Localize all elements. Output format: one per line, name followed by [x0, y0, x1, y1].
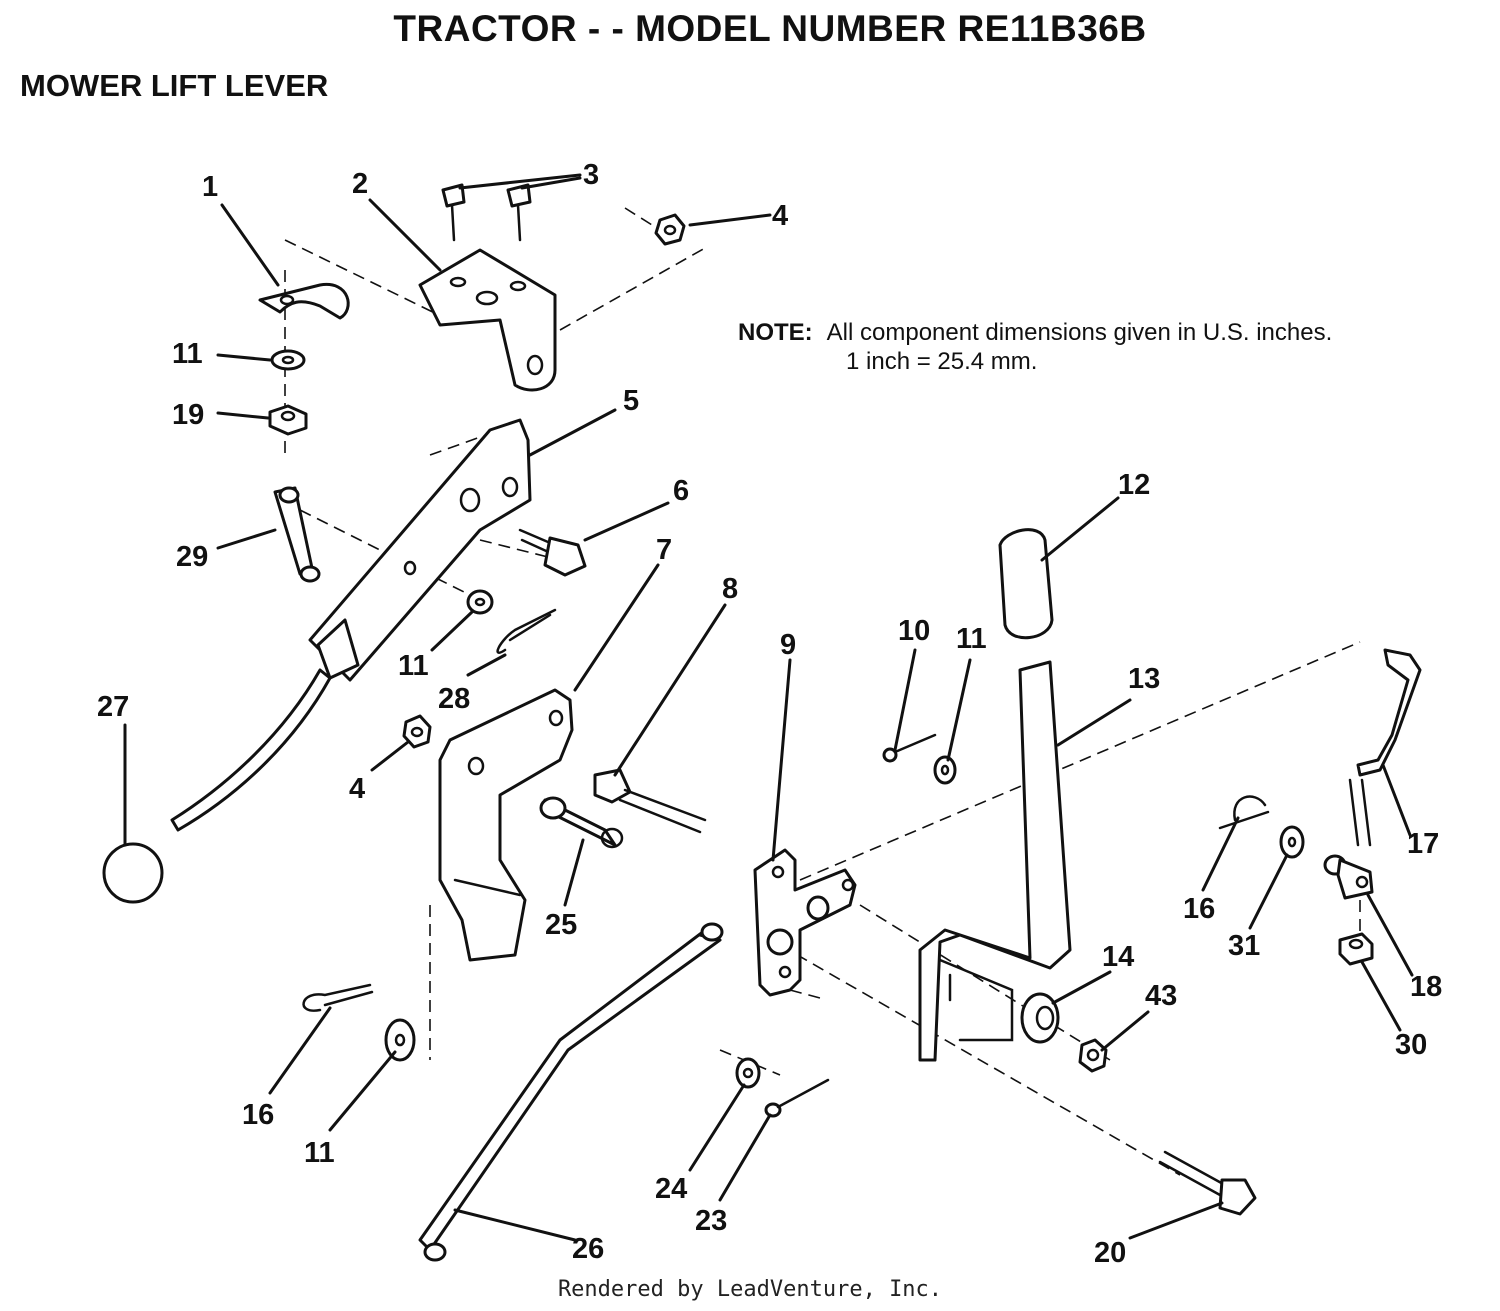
callout-16-upper: 16 [1183, 893, 1215, 925]
callout-6: 6 [673, 475, 689, 507]
footer-credit: Rendered by LeadVenture, Inc. [557, 1277, 943, 1302]
part-16-hairpin-lower [302, 983, 374, 1012]
callout-11-lower: 11 [304, 1137, 335, 1169]
part-14-bushing [1020, 992, 1060, 1044]
part-8-bolt [593, 768, 707, 834]
callout-2: 2 [352, 168, 368, 200]
part-7-plate [438, 688, 574, 962]
callout-17: 17 [1407, 828, 1439, 860]
callout-12: 12 [1118, 469, 1150, 501]
callout-31: 31 [1228, 930, 1260, 962]
callout-labels: 1 2 3 4 11 19 5 6 29 7 11 28 8 9 10 11 1… [97, 159, 1442, 1269]
callout-26: 26 [572, 1233, 604, 1265]
part-4-nut-lower [402, 714, 432, 749]
part-16-hairpin-upper [1218, 795, 1270, 830]
part-2-bracket [418, 248, 557, 392]
section-title: MOWER LIFT LEVER [20, 68, 329, 103]
note-label: NOTE: [738, 319, 813, 346]
part-6-bolt [518, 528, 587, 577]
leader-lines [123, 173, 1414, 1242]
callout-24: 24 [655, 1173, 687, 1205]
callout-7: 7 [656, 534, 672, 566]
part-26-rod [418, 922, 724, 1262]
callout-13: 13 [1128, 663, 1160, 695]
part-28-hairpin [496, 608, 557, 654]
callout-1: 1 [202, 171, 218, 203]
part-3-bolts [441, 183, 532, 242]
callout-10: 10 [898, 615, 930, 647]
callout-11-right: 11 [956, 623, 987, 655]
page-title: TRACTOR - - MODEL NUMBER RE11B36B [393, 8, 1147, 49]
part-10-cotter-pin [882, 733, 937, 763]
part-5-lift-arm [170, 418, 532, 832]
note-line-1: All component dimensions given in U.S. i… [826, 319, 1333, 346]
callout-9: 9 [780, 629, 796, 661]
part-17-rod [1348, 648, 1422, 847]
callout-3: 3 [583, 159, 599, 191]
part-29-link [273, 486, 321, 583]
part-30-nut [1338, 932, 1374, 966]
part-43-nut [1078, 1038, 1108, 1073]
callout-29: 29 [176, 541, 208, 573]
callout-25: 25 [545, 909, 577, 941]
callout-4-upper: 4 [772, 200, 788, 232]
part-12-grip [998, 528, 1054, 640]
callout-30: 30 [1395, 1029, 1427, 1061]
part-24-washer [735, 1057, 761, 1089]
part-11-washer-upper [270, 349, 306, 371]
part-31-washer [1279, 825, 1305, 859]
callout-28: 28 [438, 683, 470, 715]
dimension-note: NOTE: All component dimensions given in U… [738, 318, 1332, 376]
part-27-knob [102, 842, 164, 904]
callout-4-lower: 4 [349, 773, 365, 805]
part-4-nut-upper [654, 213, 686, 246]
callout-14: 14 [1102, 941, 1134, 973]
part-20-bolt [1158, 1150, 1257, 1216]
part-11-washer-lower [384, 1018, 416, 1062]
callout-27: 27 [97, 691, 129, 723]
callout-5: 5 [623, 385, 639, 417]
callout-19: 19 [172, 399, 204, 431]
part-11-washer-right [933, 755, 957, 785]
part-23-cotter-pin [764, 1078, 830, 1118]
part-11-washer-middle [466, 589, 494, 615]
callout-11-upper: 11 [172, 338, 203, 370]
callout-23: 23 [695, 1205, 727, 1237]
part-25-spacer [539, 796, 624, 849]
callout-20: 20 [1094, 1237, 1126, 1269]
part-13-lever [918, 660, 1072, 1062]
part-18-swivel [1323, 854, 1374, 900]
callout-16-lower: 16 [242, 1099, 274, 1131]
callout-11-middle: 11 [398, 650, 429, 682]
part-19-nut [268, 404, 308, 436]
callout-43: 43 [1145, 980, 1177, 1012]
callout-18: 18 [1410, 971, 1442, 1003]
part-1-clip [258, 283, 350, 320]
note-line-2: 1 inch = 25.4 mm. [846, 348, 1038, 375]
part-9-bracket [753, 848, 857, 997]
callout-8: 8 [722, 573, 738, 605]
